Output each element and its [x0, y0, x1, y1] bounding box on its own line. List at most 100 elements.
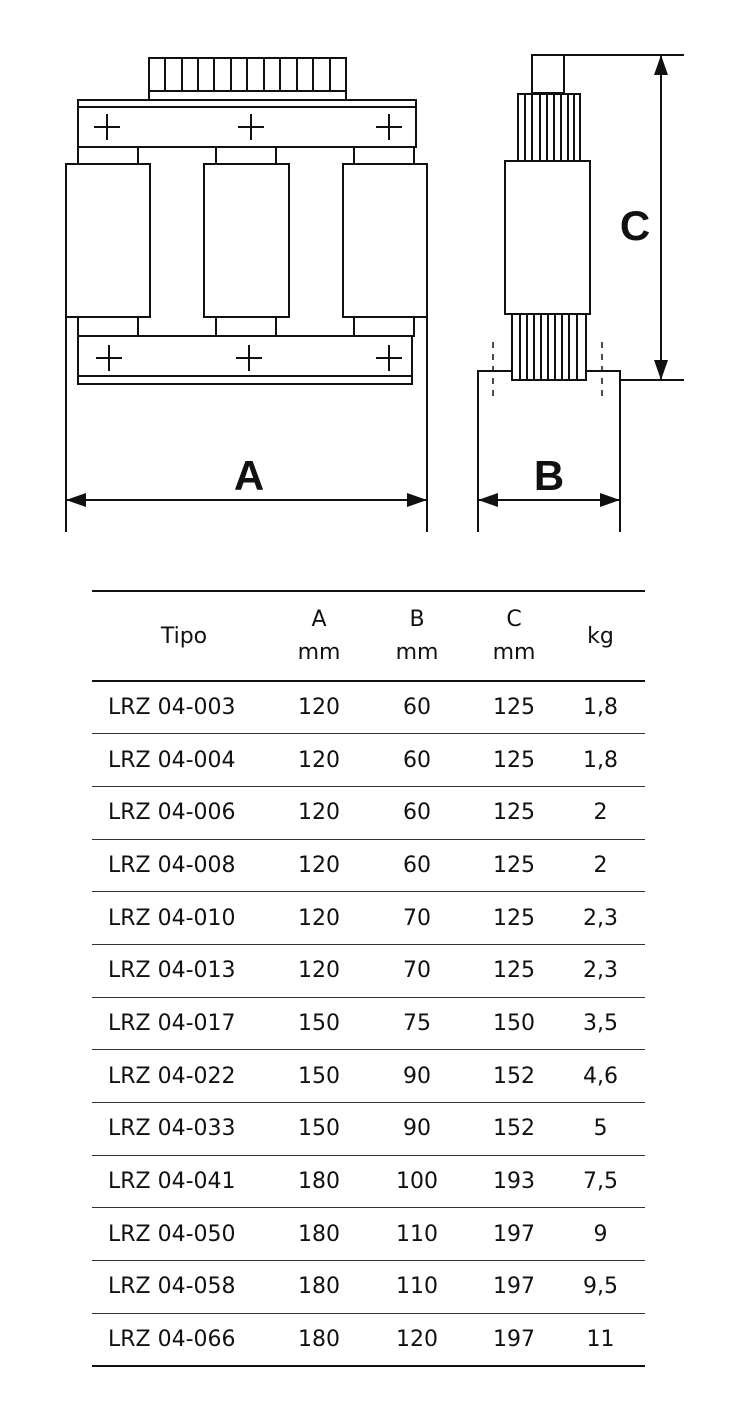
- cell-b: 90: [362, 1049, 472, 1103]
- cell-b: 120: [362, 1313, 472, 1367]
- cell-b: 110: [362, 1207, 472, 1262]
- header-b-label: B: [409, 607, 425, 632]
- header-a-label: A: [311, 607, 327, 632]
- table-row: LRZ 04-008 120 60 125 2: [92, 839, 645, 893]
- table-row: LRZ 04-058 180 110 197 9,5: [92, 1260, 645, 1314]
- screw-icon: [376, 345, 402, 371]
- screw-icon: [238, 114, 264, 140]
- cell-a: 150: [276, 997, 362, 1051]
- table-row: LRZ 04-004 120 60 125 1,8: [92, 733, 645, 787]
- cell-c: 150: [472, 997, 556, 1051]
- cell-tipo: LRZ 04-041: [92, 1155, 276, 1209]
- cell-a: 120: [276, 786, 362, 840]
- cell-kg: 11: [556, 1313, 645, 1367]
- header-kg: kg: [556, 590, 645, 682]
- cell-a: 120: [276, 681, 362, 735]
- table-row: LRZ 04-017 150 75 150 3,5: [92, 997, 645, 1051]
- cell-b: 75: [362, 997, 472, 1051]
- screw-icon: [376, 114, 402, 140]
- screw-icon: [94, 114, 120, 140]
- top-clamp: [77, 99, 417, 148]
- cell-c: 193: [472, 1155, 556, 1209]
- cell-b: 60: [362, 839, 472, 893]
- cell-a: 180: [276, 1313, 362, 1367]
- cell-tipo: LRZ 04-058: [92, 1260, 276, 1314]
- cell-a: 120: [276, 891, 362, 945]
- cell-kg: 2,3: [556, 944, 645, 998]
- cell-tipo: LRZ 04-066: [92, 1313, 276, 1367]
- screw-icon: [236, 345, 262, 371]
- cell-a: 120: [276, 944, 362, 998]
- cell-b: 70: [362, 944, 472, 998]
- cell-b: 60: [362, 786, 472, 840]
- table-row: LRZ 04-003 120 60 125 1,8: [92, 681, 645, 735]
- cell-a: 150: [276, 1102, 362, 1156]
- cell-a: 120: [276, 839, 362, 893]
- cell-kg: 1,8: [556, 733, 645, 787]
- cell-c: 125: [472, 681, 556, 735]
- cell-a: 180: [276, 1155, 362, 1209]
- header-a-unit: mm: [297, 640, 341, 665]
- bottom-clamp: [77, 335, 413, 385]
- cell-kg: 5: [556, 1102, 645, 1156]
- cell-a: 180: [276, 1260, 362, 1314]
- header-c-unit: mm: [492, 640, 536, 665]
- cell-b: 70: [362, 891, 472, 945]
- table-row: LRZ 04-006 120 60 125 2: [92, 786, 645, 840]
- header-c-label: C: [506, 607, 522, 632]
- cell-kg: 2: [556, 786, 645, 840]
- cell-c: 152: [472, 1049, 556, 1103]
- cell-tipo: LRZ 04-017: [92, 997, 276, 1051]
- table-row: LRZ 04-033 150 90 152 5: [92, 1102, 645, 1156]
- lower-laminations: [511, 313, 587, 381]
- cell-tipo: LRZ 04-010: [92, 891, 276, 945]
- table-header-row: Tipo A mm B mm C mm kg: [92, 590, 645, 682]
- table-row: LRZ 04-050 180 110 197 9: [92, 1207, 645, 1262]
- header-a: A mm: [276, 590, 362, 682]
- cell-tipo: LRZ 04-022: [92, 1049, 276, 1103]
- specifications-table: Tipo A mm B mm C mm kg LRZ 04-003 120 60…: [92, 590, 645, 1367]
- cell-c: 125: [472, 733, 556, 787]
- dimension-a-label: A: [234, 452, 264, 499]
- cell-tipo: LRZ 04-003: [92, 681, 276, 735]
- cell-c: 197: [472, 1260, 556, 1314]
- cell-a: 120: [276, 733, 362, 787]
- cell-tipo: LRZ 04-013: [92, 944, 276, 998]
- coil-right: [342, 163, 428, 318]
- cell-tipo: LRZ 04-033: [92, 1102, 276, 1156]
- cell-kg: 3,5: [556, 997, 645, 1051]
- coil-left: [65, 163, 151, 318]
- cell-b: 90: [362, 1102, 472, 1156]
- cell-kg: 9,5: [556, 1260, 645, 1314]
- header-c: C mm: [472, 590, 556, 682]
- screw-icon: [96, 345, 122, 371]
- table-row: LRZ 04-010 120 70 125 2,3: [92, 891, 645, 945]
- cell-c: 125: [472, 891, 556, 945]
- cell-kg: 2: [556, 839, 645, 893]
- cell-kg: 1,8: [556, 681, 645, 735]
- cell-tipo: LRZ 04-008: [92, 839, 276, 893]
- table-row: LRZ 04-041 180 100 193 7,5: [92, 1155, 645, 1209]
- table-row: LRZ 04-022 150 90 152 4,6: [92, 1049, 645, 1103]
- cell-c: 152: [472, 1102, 556, 1156]
- cell-c: 125: [472, 786, 556, 840]
- dimension-c-label: C: [620, 202, 650, 249]
- cell-b: 100: [362, 1155, 472, 1209]
- cell-c: 197: [472, 1313, 556, 1367]
- side-view: B C: [477, 54, 684, 532]
- cell-kg: 7,5: [556, 1155, 645, 1209]
- dimension-b-label: B: [534, 452, 564, 499]
- front-view: A: [65, 57, 428, 532]
- cell-c: 197: [472, 1207, 556, 1262]
- upper-laminations: [517, 93, 581, 162]
- cell-c: 125: [472, 944, 556, 998]
- cell-a: 180: [276, 1207, 362, 1262]
- mounting-foot: [477, 370, 621, 532]
- header-b-unit: mm: [395, 640, 439, 665]
- header-tipo: Tipo: [92, 590, 276, 682]
- terminal-block: [148, 57, 347, 101]
- cell-c: 125: [472, 839, 556, 893]
- technical-drawing: A: [65, 54, 684, 532]
- cell-tipo: LRZ 04-006: [92, 786, 276, 840]
- cell-tipo: LRZ 04-004: [92, 733, 276, 787]
